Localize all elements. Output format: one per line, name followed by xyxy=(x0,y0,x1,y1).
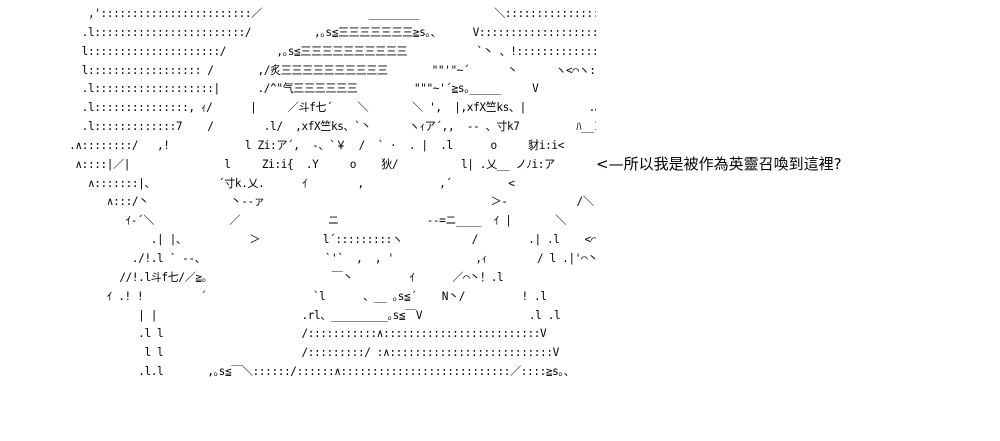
art-line: ,'::::::::::::::::::::::::／ ________ ＼::… xyxy=(87,7,596,20)
art-line: .l:::::::::::::7 / .l/ ,xfX竺ks、`丶 ヽｨア´,,… xyxy=(44,120,596,134)
art-line: ∧:::/丶 丶--ァ ＞- /＼:/ xyxy=(44,195,596,209)
art-line: .∧::::::::/ ,! l Zi:ア´, -、`￥ / ` · . | .… xyxy=(69,138,564,152)
art-line: .l:::::::::::::::::::| ./^"气三三三三三三 """~'… xyxy=(81,82,539,96)
art-line: .| |、 ＞ l´:::::::::ヽ / .| .l <⌒丶 xyxy=(44,233,596,247)
art-line: ｲ-´＼ ／ ニ --=ニ____ ｲ | ＼ xyxy=(44,214,567,228)
art-line: ｲ .! ! ´ `l 、__ ｡s≦´ N丶/ ! .l xyxy=(44,289,547,303)
art-line: //!.l斗f七/／≧。 ￣丶 ｲ ／⌒丶！.l xyxy=(44,270,504,284)
art-line: ∧:::::::|、 ´寸k.乂. ｲ , ,´ < ｲ /::::::::: … xyxy=(87,176,515,190)
art-line: .l.l ,｡s≦￣＼::::::/::::::∧:::::::::::::::… xyxy=(44,365,575,379)
art-line: l l /:::::::::/ :∧::::::::::::::::::::::… xyxy=(144,346,559,360)
art-line: | | .rl、_________｡s≦￣V .l .l xyxy=(44,308,561,322)
art-line: l:::::::::::::::::::::/ ,｡s≦三三三三三三三三三三 `… xyxy=(81,44,596,58)
caption-text: <—所以我是被作為英靈召喚到這裡? xyxy=(596,155,842,173)
art-line: l:::::::::::::::::: / ,/炙三三三三三三三三三三 ""'"… xyxy=(81,63,596,77)
ascii-art-figure: ,'::::::::::::::::::::::::／ ________ ＼::… xyxy=(44,5,596,439)
art-line: ∧::::|／| l Zi:i{ .Y o 狄/ l| .乂__ ノﾉi:ア ｲ… xyxy=(75,157,555,171)
art-line: .l l /:::::::::::∧::::::::::::::::::::::… xyxy=(138,327,547,341)
art-line: .l::::::::::::::::::::::::/ ,｡s≦三三三三三三三≧… xyxy=(44,25,596,39)
art-line: ./!.l ` --、 `'` , , ' ,ｨ / l .|'⌒丶 xyxy=(44,251,596,265)
art-line: .l:::::::::::::::, ｨ/ | ／斗f七´ ＼ ＼ ', |,x… xyxy=(81,101,596,115)
